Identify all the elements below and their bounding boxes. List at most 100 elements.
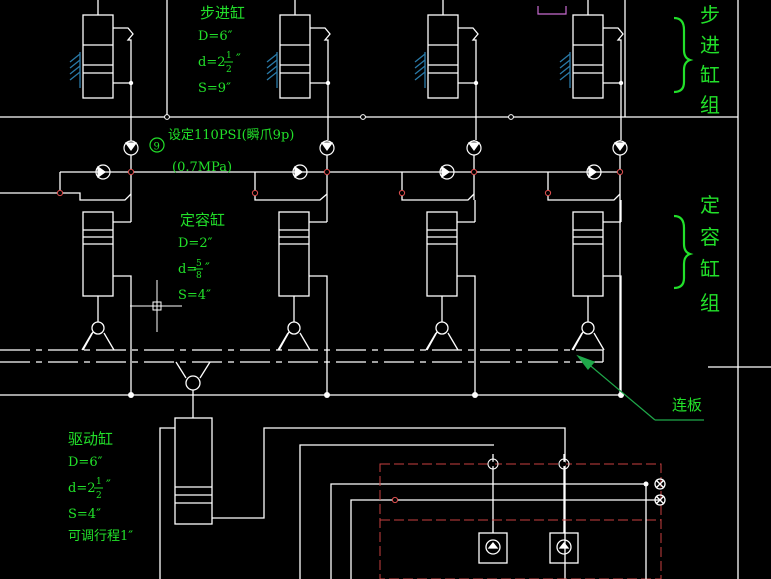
drive-adjustable: 可调行程1″ (68, 529, 133, 544)
stepper-d-suffix: ″ (236, 52, 241, 67)
stepper-cylinder-body (82, 14, 114, 99)
drive-port-line (299, 444, 494, 579)
check-valve-icon (123, 140, 139, 156)
plug-cross (655, 479, 665, 489)
drive-cylinder-body (174, 417, 213, 525)
check-valve-icon (292, 164, 308, 180)
junction-dots (56, 80, 649, 504)
manifold-dot (618, 392, 624, 398)
metering-title: 定容缸 (180, 211, 225, 229)
mount-hatch (266, 71, 278, 81)
stepper-d-den: 2 (226, 65, 232, 75)
stepper-port-line (603, 27, 624, 117)
pivot-leg (277, 332, 289, 351)
drive-title: 驱动缸 (68, 430, 113, 448)
valve-setting-block: 9 设定110PSI(瞬爪9p) (0.7MPa) (149, 128, 294, 175)
check-valve-icon (95, 164, 111, 180)
valve-setting-text: 设定110PSI(瞬爪9p) (168, 128, 294, 143)
metering-d-suffix: ″ (205, 261, 210, 276)
metering-D: D=2″ (178, 236, 213, 251)
port-dot (618, 80, 624, 86)
pivot-mount-icon (91, 321, 105, 335)
metering-cylinder-body (278, 211, 310, 297)
stepper-group-char-1: 步 (700, 3, 720, 27)
pivot-leg (175, 361, 187, 379)
pivot-leg (299, 332, 311, 351)
pilot-valve-icon (478, 532, 508, 564)
drive-port-line (350, 499, 660, 579)
pivot-mount-icon (435, 321, 449, 335)
check-valve-seat (124, 142, 138, 152)
balloon-number: 9 (154, 142, 160, 153)
mount-hatch (559, 59, 571, 69)
port-dot (398, 189, 406, 197)
header-port-ring (360, 114, 366, 120)
metering-d-den: 8 (196, 271, 202, 281)
pivot-mount-icon (581, 321, 595, 335)
stepper-group-char-2: 进 (700, 33, 720, 57)
port-dot (473, 80, 479, 86)
metering-cylinder-body (426, 211, 458, 297)
metering-port-line (603, 275, 622, 395)
port-dot (470, 168, 478, 176)
pivot-leg (447, 332, 459, 351)
port-dot (127, 168, 135, 176)
sub-assembly-frame (379, 463, 662, 579)
stepper-port-line (458, 27, 479, 117)
header-port-ring (164, 114, 170, 120)
mount-hatch (414, 59, 426, 69)
connector-line (401, 193, 475, 201)
stepper-port-line (113, 27, 134, 117)
metering-port-line (113, 275, 132, 395)
metering-d-prefix: d= (178, 262, 197, 277)
stepper-cylinder-body (279, 14, 311, 99)
mount-hatch (69, 65, 81, 75)
check-valve-icon (466, 140, 482, 156)
drive-port-line (212, 427, 566, 579)
pilot-valve-icon-circle (485, 539, 501, 555)
stepper-group-brace (673, 16, 694, 94)
drive-d-suffix: ″ (106, 478, 111, 493)
mount-hatch (69, 59, 81, 69)
pilot-valve-arrow (558, 541, 570, 549)
pilot-valve-arrow (487, 541, 499, 549)
connector-line (0, 192, 132, 201)
port-dot (128, 80, 134, 86)
header-port (164, 114, 170, 120)
check-valve-seat (613, 142, 627, 152)
metering-cylinder-body (82, 211, 114, 297)
connector-line (254, 193, 328, 201)
plug-icon (654, 494, 666, 506)
check-valve-seat (441, 165, 451, 179)
metering-spec-block: 定容缸 D=2″ d= 5 8 ″ S=4″ (178, 211, 225, 303)
pilot-valve-icon-circle (556, 539, 572, 555)
link-plate-label: 连板 (672, 396, 702, 414)
metering-group-char-1: 定 (700, 193, 720, 217)
port-dot (643, 481, 649, 487)
metering-S: S=4″ (178, 288, 211, 303)
pivot-leg (425, 332, 437, 351)
port-dot (56, 189, 64, 197)
port-dot (391, 496, 399, 504)
drive-d-den: 2 (96, 491, 102, 501)
mount-hatch (69, 71, 81, 81)
pivot-leg (103, 332, 115, 351)
check-valve-icon (439, 164, 455, 180)
stepper-cylinder-body (572, 14, 604, 99)
metering-group-char-3: 缸 (700, 257, 720, 281)
metering-cylinder-body (572, 211, 604, 297)
port-dot (544, 189, 552, 197)
connector-line (547, 193, 621, 201)
pivot-leg (571, 332, 583, 351)
stepper-group-char-3: 缸 (700, 63, 720, 87)
stepper-S: S=9″ (198, 81, 231, 96)
port-dot (325, 80, 331, 86)
metering-port-line (457, 275, 476, 395)
mount-hatch (69, 53, 81, 63)
header-port (508, 114, 514, 120)
stepper-spec-block: 步进缸 D=6″ d=2 1 2 ″ S=9″ (198, 4, 245, 96)
pivot-mount-icon (287, 321, 301, 335)
stepper-group-char-4: 组 (700, 93, 720, 117)
link-plate-leader (576, 354, 704, 421)
